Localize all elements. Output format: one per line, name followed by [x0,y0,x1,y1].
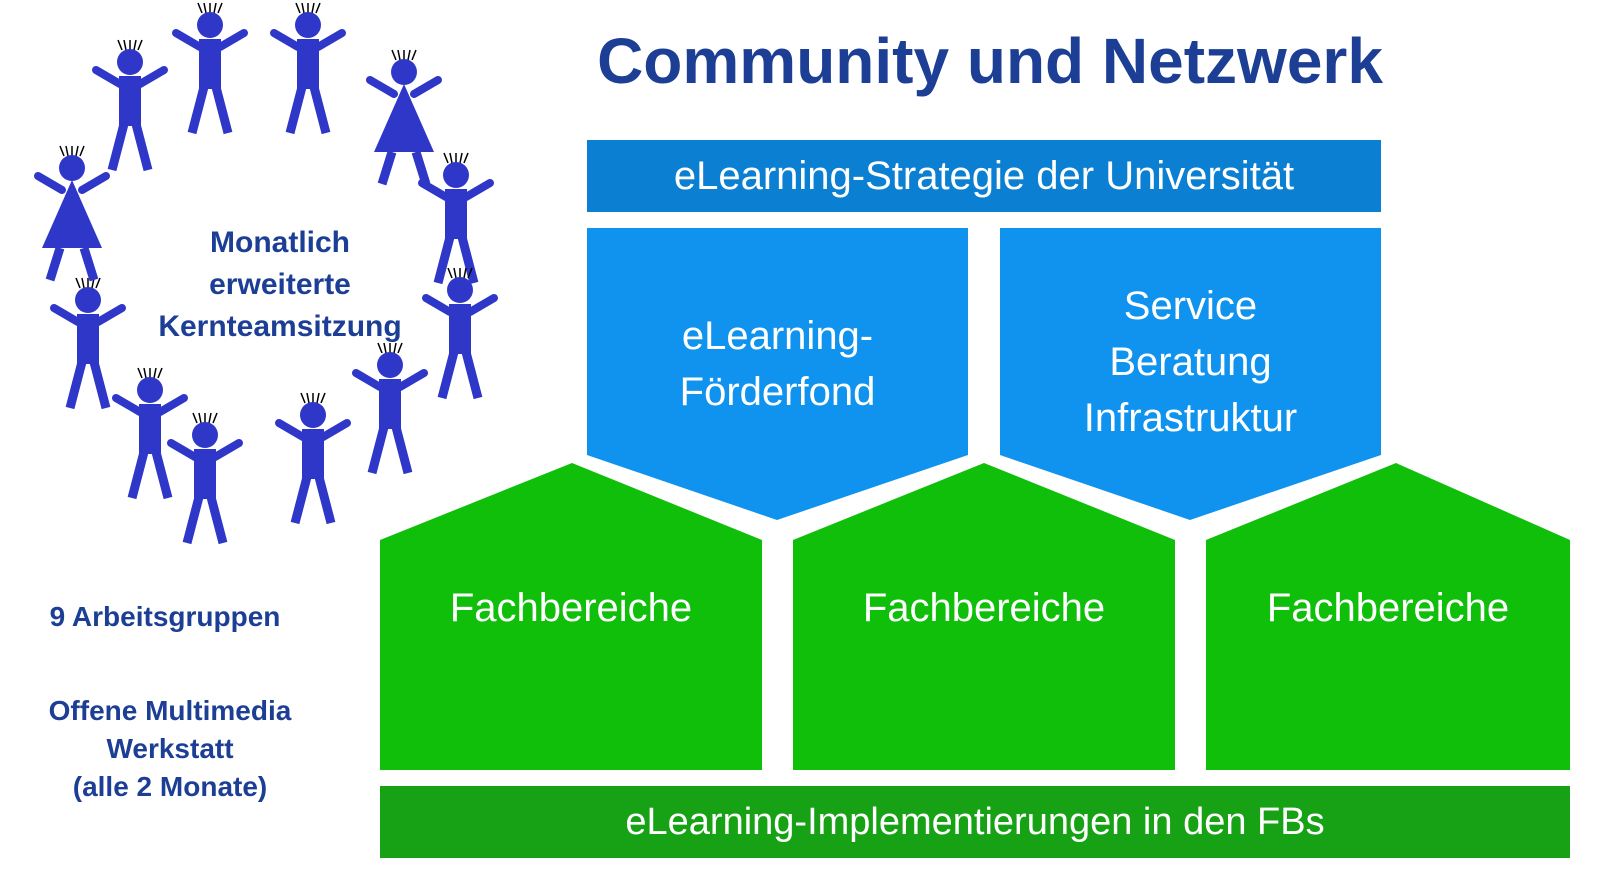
blue-box-label-service: Service Beratung Infrastruktur [1083,284,1298,440]
person-figure-icon [112,367,188,500]
person-figure-icon [275,392,351,525]
person-figure-icon [418,152,494,285]
green-house-label-3: Fachbereiche [1266,586,1510,630]
green-house-3 [1206,463,1570,770]
strategy-bar: eLearning-Strategie der Universität [587,140,1381,212]
person-figure-icon [352,342,428,475]
person-figure-icon [167,412,243,545]
green-house-label-1: Fachbereiche [449,586,693,630]
people-circle [34,2,498,545]
blue-box-service [1000,228,1381,520]
implementation-bar: eLearning-Implementierungen in den FBs [380,786,1570,858]
green-house-2 [793,463,1175,770]
person-figure-icon [270,2,346,135]
blue-box-label-foerderfond: eLearning- Förderfond [679,314,876,414]
person-figure-icon [50,277,126,410]
person-figure-icon [172,2,248,135]
meeting-label: Monatlich erweiterte Kernteamsitzung [158,226,402,343]
green-house-1 [380,463,762,770]
page-title: Community und Netzwerk [597,25,1383,97]
person-figure-icon [422,267,498,400]
person-figure-icon [92,39,168,172]
person-figure-icon [34,145,110,282]
workshop-label: Offene Multimedia Werkstatt (alle 2 Mona… [48,695,292,802]
blue-box-foerderfond [587,228,968,520]
working-groups-label: 9 Arbeitsgruppen [49,601,281,632]
person-figure-icon [366,49,442,186]
green-house-label-2: Fachbereiche [862,586,1106,630]
